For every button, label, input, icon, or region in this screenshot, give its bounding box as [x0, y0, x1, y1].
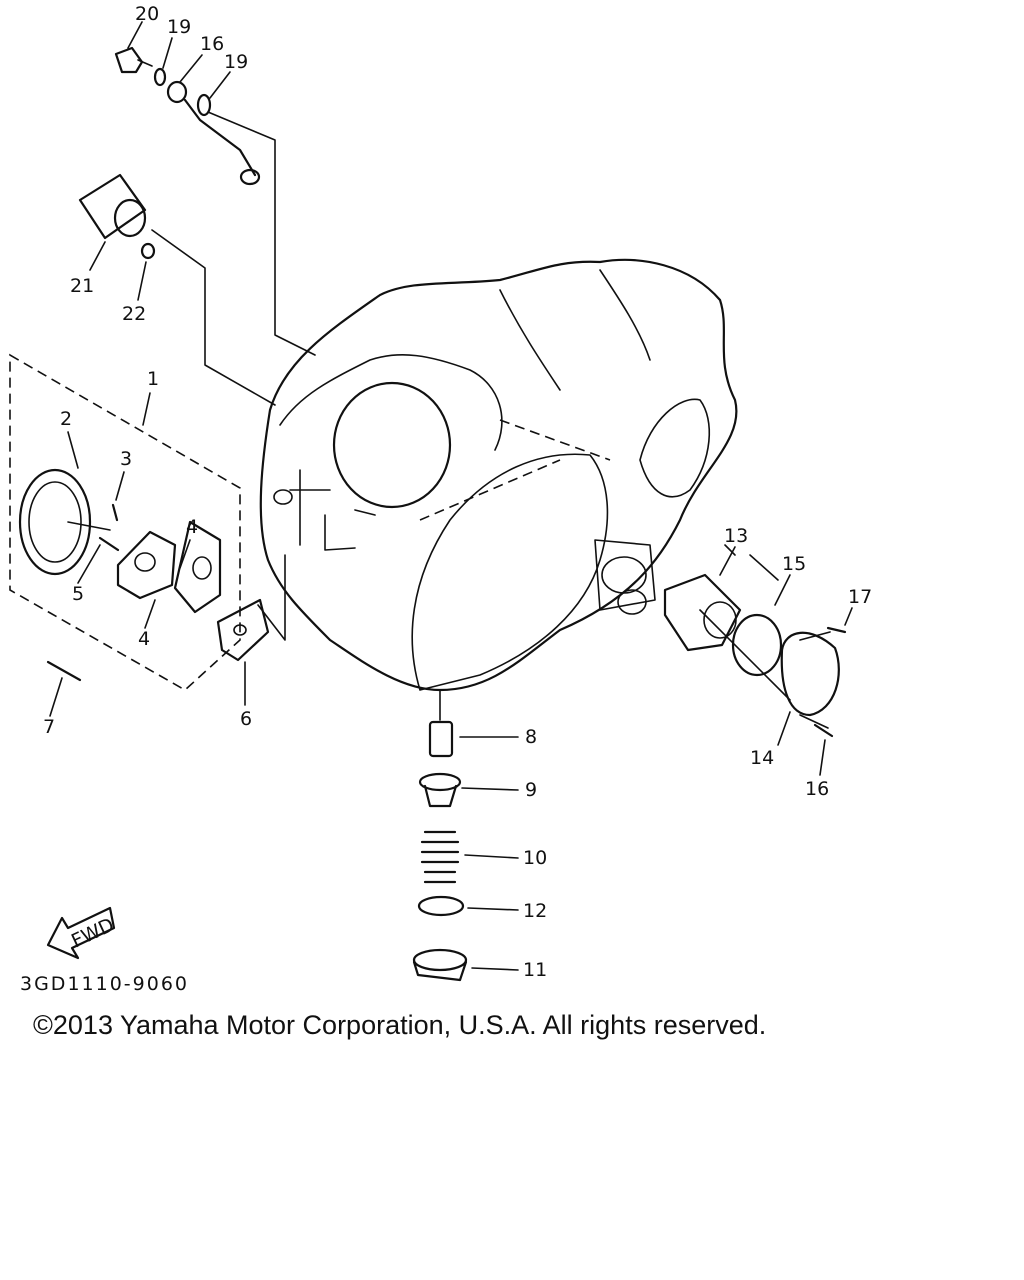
callout-14: 14: [750, 747, 774, 769]
callout-9: 9: [525, 779, 537, 801]
callout-16b: 16: [200, 33, 224, 55]
copyright-notice: ©2013 Yamaha Motor Corporation, U.S.A. A…: [33, 1010, 767, 1040]
callout-8: 8: [525, 726, 537, 748]
callout-5: 5: [72, 583, 84, 605]
callout-21: 21: [70, 275, 94, 297]
callout-22: 22: [122, 303, 146, 325]
callout-19b: 19: [224, 51, 248, 73]
callout-numbers: 1 2 3 4 4 5 6 7 8 9 10 11 12 13 14 15 16…: [43, 3, 872, 981]
callout-15: 15: [782, 553, 806, 575]
callout-11: 11: [523, 959, 547, 981]
oil-pump-assembly-outline: [9, 353, 241, 691]
callout-10: 10: [523, 847, 547, 869]
leader-lines: [151, 111, 831, 971]
callout-4a: 4: [186, 516, 198, 538]
crankcase-drawing: [259, 258, 738, 692]
callout-12: 12: [523, 900, 547, 922]
svg-text:FWD: FWD: [68, 914, 118, 953]
callout-1: 1: [147, 368, 159, 390]
callout-7: 7: [43, 716, 55, 738]
diagram-code: 3GD1110-9060: [20, 973, 189, 995]
callout-4b: 4: [138, 628, 150, 650]
callout-17: 17: [848, 586, 872, 608]
callout-2: 2: [60, 408, 72, 430]
callout-13: 13: [724, 525, 748, 547]
fwd-arrow-icon: FWD: [46, 906, 118, 960]
callout-6: 6: [240, 708, 252, 730]
callout-16a: 16: [805, 778, 829, 800]
callout-3: 3: [120, 448, 132, 470]
callout-19a: 19: [167, 16, 191, 38]
callout-leaders: [49, 21, 853, 776]
callout-20: 20: [135, 3, 159, 25]
exploded-parts-diagram: FWD 1 2 3 4 4 5 6 7 8 9 10 11 12 13 14 1…: [9, 3, 872, 995]
parts-drawings: [18, 46, 847, 982]
